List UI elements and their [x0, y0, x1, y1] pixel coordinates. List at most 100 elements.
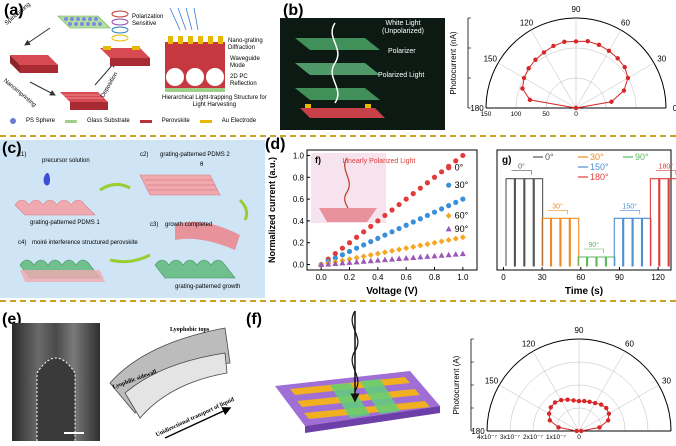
polar-angle-label: 120	[522, 340, 536, 349]
chart-d-point	[417, 185, 423, 191]
polar-data-point	[579, 428, 584, 434]
panel-a-illustration	[10, 7, 225, 110]
perovskite-block-middle	[60, 92, 108, 110]
white-light-text: White Light (Unpolarized)	[382, 20, 425, 35]
polar-data-point	[621, 88, 627, 93]
polar-spoke	[499, 384, 580, 432]
panel-label-b: (b)	[283, 2, 304, 19]
legend-a: PS Sphere Glass Substrate Perovskite Au …	[10, 118, 256, 124]
legend-au: Au Electrode	[221, 118, 257, 124]
divider-1	[0, 135, 676, 137]
polar-data-point	[596, 42, 602, 48]
chart-d-ytick-label: 0.0	[293, 261, 305, 270]
legend-ps: PS Sphere	[26, 118, 56, 124]
chart-g-annotation: 150°	[623, 202, 638, 210]
chart-d-point	[417, 253, 424, 260]
polar-data-point	[526, 66, 531, 71]
chart-d-ytick-label: 0.4	[293, 217, 305, 226]
polar-data-point	[547, 418, 553, 423]
polar-data-point	[573, 39, 579, 44]
chart-d-point	[410, 243, 417, 250]
panel-b: (b) White Light (Unpolarized) Polarizer …	[275, 0, 676, 133]
chart-d-point	[453, 199, 459, 205]
polar-spoke	[497, 62, 577, 109]
polar-angle-label: 150	[485, 377, 499, 386]
chart-d-point	[367, 257, 374, 264]
polar-r-tick-label: 2x10⁻⁷	[523, 434, 544, 441]
polar-ylabel: Photocurrent (A)	[452, 355, 461, 414]
chart-d-xlabel: Voltage (V)	[366, 286, 417, 297]
polar-spoke	[578, 384, 659, 432]
polar-data-point	[565, 397, 570, 402]
chart-d-point	[431, 239, 438, 246]
chart-d-point	[325, 261, 332, 267]
chart-d-point	[353, 258, 360, 265]
polar-r-tick-label: 4x10⁻⁷	[477, 434, 498, 441]
panel-label-c: (c)	[2, 140, 22, 157]
polar-spoke	[575, 62, 655, 109]
c1-pdms	[14, 172, 96, 216]
chart-g-legend-label: 180°	[590, 172, 609, 182]
chart-d-point	[431, 174, 438, 180]
polar-ylabel: Photocurrent (nA)	[449, 31, 458, 94]
chart-d-point	[375, 235, 381, 241]
chart-d-point	[431, 252, 438, 259]
chart-d-point	[375, 218, 381, 224]
polar-angle-label: 60	[625, 340, 634, 349]
chart-d-point	[460, 196, 466, 202]
polar-data-point	[556, 425, 561, 430]
polar-data-point	[604, 405, 609, 411]
chart-d-point	[389, 256, 395, 262]
polar-chart-f: 030609012015018001x10⁻⁷2x10⁻⁷3x10⁻⁷4x10⁻…	[452, 326, 672, 441]
polar-data-point	[521, 75, 527, 81]
c4-text: moiré interference structured perovskite	[32, 240, 138, 246]
c3-bottom: grating-patterned growth	[175, 284, 241, 290]
chart-d-legend-marker	[446, 182, 452, 188]
polar-data-point	[520, 86, 525, 91]
chart-d-point	[368, 223, 374, 229]
chart-g-pulse-series	[505, 178, 544, 267]
panel-c: (c) c1) precursor solution grating-patte…	[0, 140, 265, 298]
chart-d-legend-label: 30°	[455, 180, 469, 190]
c1-bottom: grating-patterned PDMS 1	[30, 220, 100, 226]
chart-d-point	[339, 252, 346, 258]
chart-d-point	[382, 232, 388, 238]
c2-angle: θ	[200, 162, 204, 168]
polar-data-point	[576, 398, 582, 404]
chart-d-ytick-label: 0.8	[293, 173, 305, 182]
chart-d-point	[339, 259, 346, 266]
chart-g-annotation: 30°	[552, 202, 563, 210]
polar-data-point	[598, 402, 604, 407]
chart-g-legend-label: 0°	[545, 152, 554, 162]
legend-glass-swatch	[65, 119, 78, 123]
polar-data-point	[548, 405, 554, 410]
polar-data-line	[521, 40, 629, 109]
polar-data-point	[622, 64, 627, 70]
chart-d-point	[353, 245, 360, 251]
polar-r-tick-label: 0	[577, 434, 581, 441]
chart-g-annotation: 0°	[518, 163, 525, 171]
polar-data-point	[551, 43, 556, 49]
lyophobic-text: Lyophobic tops	[170, 327, 210, 333]
legend-ps-swatch	[10, 118, 16, 124]
chart-d-point	[424, 253, 431, 259]
chart-d-point	[403, 255, 410, 261]
chart-g-pulse-series	[577, 256, 616, 267]
c1-label: c1)	[18, 152, 27, 158]
chart-d-point	[445, 251, 452, 258]
polar-data-point	[615, 56, 620, 61]
c3-text: growth completed	[165, 222, 213, 228]
chart-d-ytick-label: 0.2	[293, 239, 305, 248]
chart-d-point	[361, 242, 367, 248]
chart-d-point	[339, 245, 346, 251]
polar-angle-label: 30	[662, 377, 671, 386]
polar-data-point	[585, 39, 590, 44]
chart-g-xtick-label: 120	[651, 273, 665, 282]
chart-d-point	[346, 248, 353, 255]
chart-d-point	[396, 201, 402, 208]
chart-d-point	[389, 247, 395, 254]
chart-d-point	[424, 180, 431, 186]
